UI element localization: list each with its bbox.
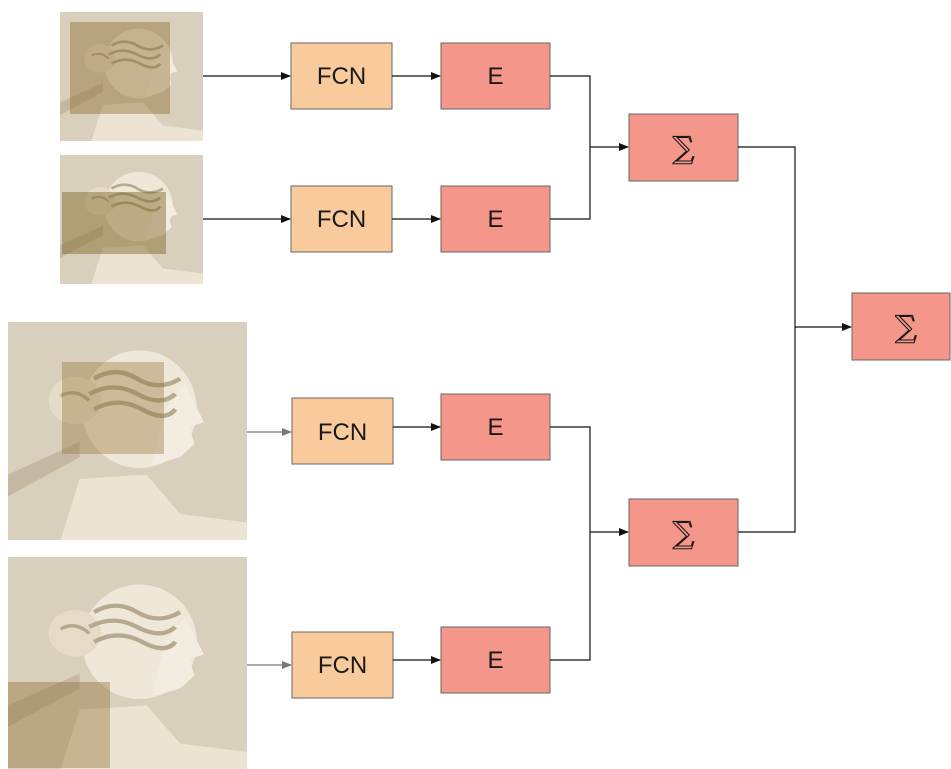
sum-box-2: ∑	[628, 498, 739, 567]
fcn-label: FCN	[317, 63, 366, 90]
crop-highlight	[70, 22, 170, 114]
fcn-box-2: FCN	[290, 185, 393, 253]
fcn-label: FCN	[318, 419, 367, 446]
e-box-2: E	[440, 185, 551, 253]
crop-highlight	[62, 192, 166, 254]
fcn-box-1: FCN	[290, 42, 393, 110]
input-image-1	[58, 10, 205, 143]
e-box-3: E	[440, 393, 551, 461]
fcn-label: FCN	[317, 206, 366, 233]
crop-highlight	[8, 682, 110, 768]
sigma-icon: ∑	[673, 516, 695, 551]
merge-connector	[738, 146, 796, 533]
sigma-icon: ∑	[673, 131, 695, 166]
fcn-box-3: FCN	[291, 397, 394, 465]
e-label: E	[487, 414, 503, 441]
crop-highlight	[62, 362, 164, 454]
sum-box-1: ∑	[628, 113, 739, 182]
e-label: E	[487, 63, 503, 90]
merge-connector	[550, 75, 591, 220]
e-label: E	[487, 206, 503, 233]
fcn-label: FCN	[318, 652, 367, 679]
sigma-icon: ∑	[895, 310, 917, 345]
input-image-4	[8, 557, 247, 769]
fcn-box-4: FCN	[291, 631, 394, 699]
final-sum-box: ∑	[851, 292, 951, 361]
input-image-2	[58, 153, 205, 286]
e-box-4: E	[440, 626, 551, 694]
input-image-3	[8, 322, 247, 540]
merge-connector	[550, 426, 591, 661]
e-label: E	[487, 647, 503, 674]
e-box-1: E	[440, 42, 551, 110]
